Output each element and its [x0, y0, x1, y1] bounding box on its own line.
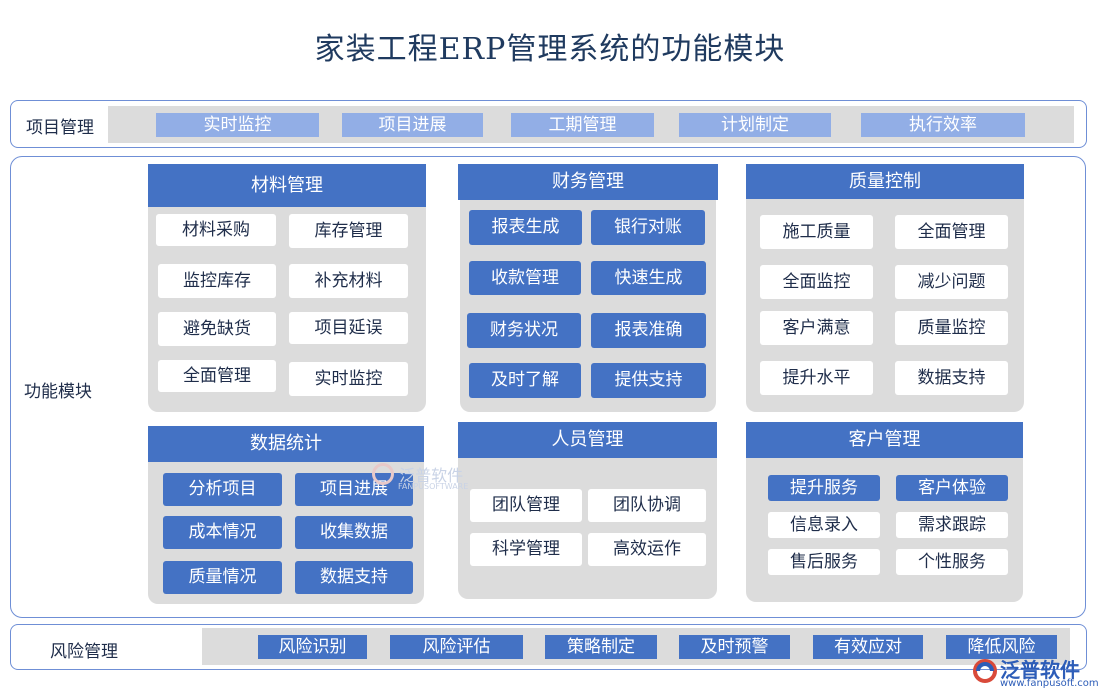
statistics-item[interactable]: 分析项目 [163, 473, 282, 506]
customer-item[interactable]: 信息录入 [768, 512, 880, 538]
statistics-panel-title: 数据统计 [148, 426, 424, 462]
risk-management-label: 风险管理 [50, 642, 118, 662]
risk-chip[interactable]: 及时预警 [679, 635, 790, 659]
customer-item[interactable]: 需求跟踪 [896, 512, 1008, 538]
quality-item[interactable]: 数据支持 [895, 361, 1008, 395]
function-modules-label: 功能模块 [24, 382, 92, 402]
customer-panel-title: 客户管理 [746, 422, 1023, 458]
materials-item[interactable]: 材料采购 [156, 214, 276, 246]
finance-item[interactable]: 提供支持 [591, 363, 706, 398]
finance-item[interactable]: 报表准确 [591, 313, 706, 348]
materials-panel-title: 材料管理 [148, 164, 426, 207]
brand-logo-url: www.fanpusoft.com [1000, 678, 1099, 689]
customer-item[interactable]: 售后服务 [768, 549, 880, 575]
quality-item[interactable]: 客户满意 [760, 311, 873, 345]
quality-item[interactable]: 减少问题 [895, 265, 1008, 299]
personnel-item[interactable]: 团队协调 [588, 489, 706, 522]
risk-chip[interactable]: 风险识别 [258, 635, 367, 659]
project-management-label: 项目管理 [26, 118, 94, 138]
personnel-item[interactable]: 团队管理 [470, 489, 582, 522]
quality-item[interactable]: 全面管理 [895, 215, 1008, 249]
finance-item[interactable]: 财务状况 [467, 313, 581, 348]
personnel-item[interactable]: 科学管理 [470, 533, 582, 566]
finance-item[interactable]: 快速生成 [591, 261, 706, 295]
finance-item[interactable]: 及时了解 [469, 363, 581, 398]
materials-item[interactable]: 实时监控 [289, 362, 408, 396]
project-chip[interactable]: 项目进展 [342, 113, 483, 137]
watermark-sub: FANPUSOFTWARE [398, 482, 469, 491]
customer-item[interactable]: 个性服务 [896, 549, 1008, 575]
risk-chip[interactable]: 策略制定 [545, 635, 657, 659]
finance-item[interactable]: 收款管理 [469, 261, 581, 295]
brand-logo: 泛普软件 www.fanpusoft.com [972, 652, 1099, 692]
customer-item[interactable]: 提升服务 [768, 475, 880, 501]
quality-item[interactable]: 提升水平 [760, 361, 873, 395]
personnel-item[interactable]: 高效运作 [588, 533, 706, 566]
watermark: 泛普软件 FANPUSOFTWARE [372, 462, 468, 491]
materials-item[interactable]: 库存管理 [289, 214, 408, 248]
risk-chip[interactable]: 降低风险 [946, 635, 1057, 659]
project-chip[interactable]: 计划制定 [679, 113, 831, 137]
statistics-item[interactable]: 成本情况 [163, 516, 282, 549]
materials-item[interactable]: 监控库存 [158, 264, 276, 298]
customer-item[interactable]: 客户体验 [896, 475, 1008, 501]
statistics-item[interactable]: 项目进展 [295, 473, 413, 506]
risk-chip[interactable]: 风险评估 [390, 635, 523, 659]
watermark-name: 泛普软件 [399, 466, 464, 485]
materials-item[interactable]: 补充材料 [289, 264, 408, 298]
materials-item[interactable]: 全面管理 [158, 360, 276, 392]
personnel-panel-title: 人员管理 [458, 422, 717, 458]
statistics-item[interactable]: 收集数据 [295, 516, 413, 549]
project-chip[interactable]: 实时监控 [156, 113, 319, 137]
brand-logo-name: 泛普软件 [1000, 658, 1080, 682]
finance-item[interactable]: 银行对账 [591, 210, 705, 245]
page-title: 家装工程ERP管理系统的功能模块 [314, 32, 786, 67]
finance-panel-title: 财务管理 [458, 164, 718, 200]
statistics-item[interactable]: 数据支持 [295, 561, 413, 594]
quality-item[interactable]: 全面监控 [760, 265, 873, 299]
quality-item[interactable]: 施工质量 [760, 215, 873, 249]
statistics-item[interactable]: 质量情况 [163, 561, 282, 594]
watermark-logo-icon [372, 463, 394, 485]
quality-panel-title: 质量控制 [746, 164, 1024, 199]
materials-item[interactable]: 项目延误 [289, 312, 408, 344]
project-chip[interactable]: 执行效率 [861, 113, 1025, 137]
risk-chip[interactable]: 有效应对 [813, 635, 923, 659]
project-chip[interactable]: 工期管理 [511, 113, 654, 137]
materials-item[interactable]: 避免缺货 [158, 312, 276, 346]
quality-item[interactable]: 质量监控 [895, 311, 1008, 345]
finance-item[interactable]: 报表生成 [469, 210, 582, 245]
brand-logo-icon [973, 659, 997, 683]
